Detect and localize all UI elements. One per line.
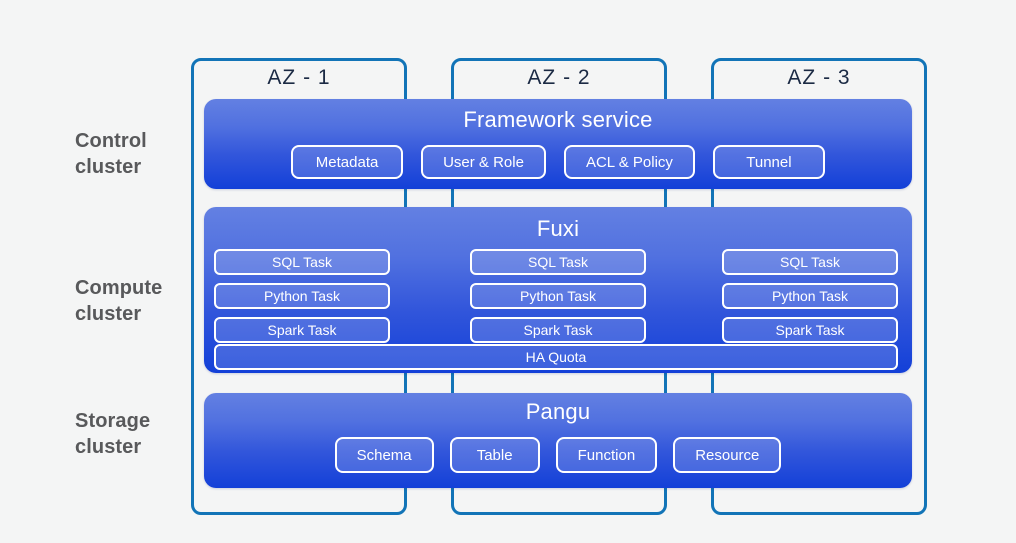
chip-python-task-az-1[interactable]: Python Task [214, 283, 390, 309]
chip-schema[interactable]: Schema [334, 437, 434, 473]
chip-metadata[interactable]: Metadata [291, 145, 404, 179]
compute-cluster-band: Fuxi SQL Task Python Task Spark Task SQL… [204, 207, 912, 373]
chip-spark-task-az-2[interactable]: Spark Task [470, 317, 646, 343]
row-label-storage-line2: cluster [75, 436, 142, 458]
chip-sql-task-az-3[interactable]: SQL Task [722, 249, 898, 275]
chip-table[interactable]: Table [449, 437, 540, 473]
chip-user-and-role[interactable]: User & Role [421, 145, 546, 179]
task-column-az-2: SQL Task Python Task Spark Task [470, 249, 646, 343]
row-label-compute-cluster: Compute cluster [75, 275, 225, 327]
availability-zone-title-3: AZ - 3 [787, 66, 851, 89]
row-label-compute-line1: Compute [75, 277, 163, 299]
chip-sql-task-az-2[interactable]: SQL Task [470, 249, 646, 275]
row-label-compute-line2: cluster [75, 303, 142, 325]
chip-function[interactable]: Function [555, 437, 658, 473]
chip-python-task-az-2[interactable]: Python Task [470, 283, 646, 309]
row-label-control-line1: Control [75, 130, 147, 152]
framework-service-chip-row: Metadata User & Role ACL & Policy Tunnel [204, 145, 912, 179]
pangu-chip-row: Schema Table Function Resource [204, 437, 912, 473]
availability-zone-title-1: AZ - 1 [267, 66, 331, 89]
task-column-az-3: SQL Task Python Task Spark Task [722, 249, 898, 343]
framework-service-title: Framework service [463, 107, 653, 132]
chip-acl-and-policy[interactable]: ACL & Policy [563, 145, 695, 179]
control-cluster-band: Framework service Metadata User & Role A… [204, 99, 912, 189]
chip-spark-task-az-1[interactable]: Spark Task [214, 317, 390, 343]
chip-ha-quota[interactable]: HA Quota [214, 344, 898, 370]
chip-spark-task-az-3[interactable]: Spark Task [722, 317, 898, 343]
row-label-control-cluster: Control cluster [75, 128, 225, 180]
chip-tunnel[interactable]: Tunnel [712, 145, 825, 179]
fuxi-title: Fuxi [536, 216, 580, 241]
pangu-title: Pangu [525, 399, 591, 424]
availability-zone-title-2: AZ - 2 [527, 66, 591, 89]
chip-resource[interactable]: Resource [673, 437, 782, 473]
task-column-az-1: SQL Task Python Task Spark Task [214, 249, 390, 343]
chip-python-task-az-3[interactable]: Python Task [722, 283, 898, 309]
row-label-storage-cluster: Storage cluster [75, 408, 225, 460]
chip-sql-task-az-1[interactable]: SQL Task [214, 249, 390, 275]
row-label-control-line2: cluster [75, 156, 142, 178]
row-label-storage-line1: Storage [75, 410, 151, 432]
storage-cluster-band: Pangu Schema Table Function Resource [204, 393, 912, 488]
